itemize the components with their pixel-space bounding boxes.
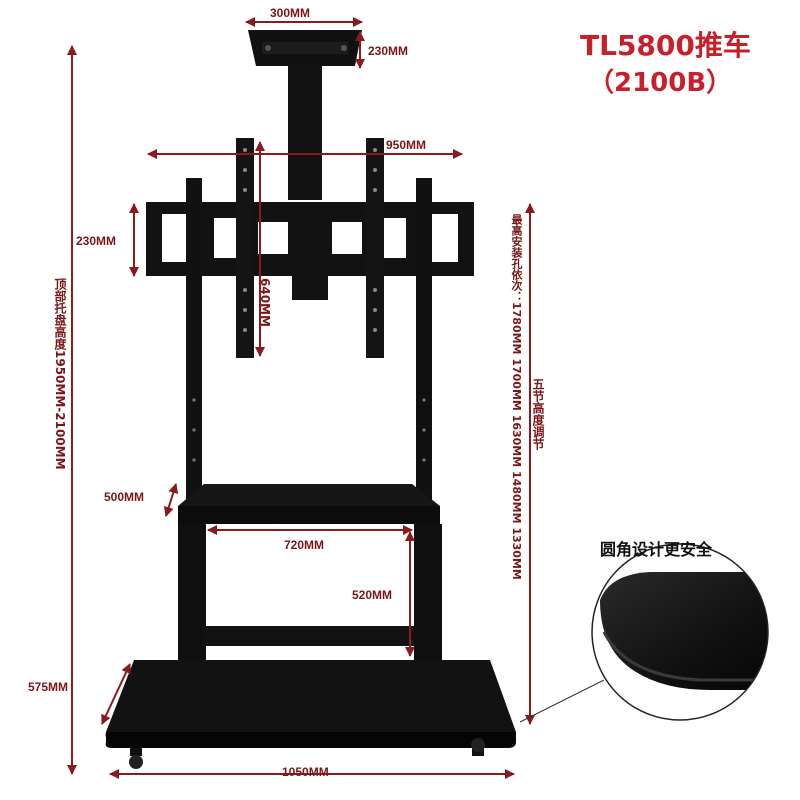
casters	[129, 738, 485, 769]
product-model-code: （2100B）	[588, 68, 733, 98]
product-title: TL5800推车	[580, 29, 751, 62]
vertical-span-label: 640MM	[258, 278, 272, 327]
mount-width-label: 950MM	[386, 138, 427, 152]
shelf-depth-label: 500MM	[104, 490, 145, 504]
top-tray	[248, 30, 362, 200]
mount-height-label: 230MM	[76, 234, 117, 248]
rounded-corner-label: 圆角设计更安全	[600, 540, 713, 559]
inner-height-label: 520MM	[352, 588, 393, 602]
five-level-adjust-note: 五节高度调节	[531, 378, 545, 450]
rounded-corner-callout	[591, 543, 769, 721]
inner-width-label: 720MM	[284, 538, 325, 552]
base-width-label: 1050MM	[282, 765, 329, 779]
tray-width-label: 300MM	[270, 6, 311, 20]
dimension-lines	[67, 17, 605, 779]
base-platform	[105, 660, 516, 748]
tray-depth-label: 230MM	[368, 44, 409, 58]
lower-crossbar	[204, 626, 414, 646]
max-install-holes-note: 最高安装孔依次：1780MM 1700MM 1630MM 1480MM 1330…	[510, 214, 523, 580]
top-tray-height-note: 顶部托盘高度1950MM-2100MM	[53, 278, 67, 470]
base-depth-label: 575MM	[28, 680, 69, 694]
middle-shelf	[178, 484, 442, 720]
